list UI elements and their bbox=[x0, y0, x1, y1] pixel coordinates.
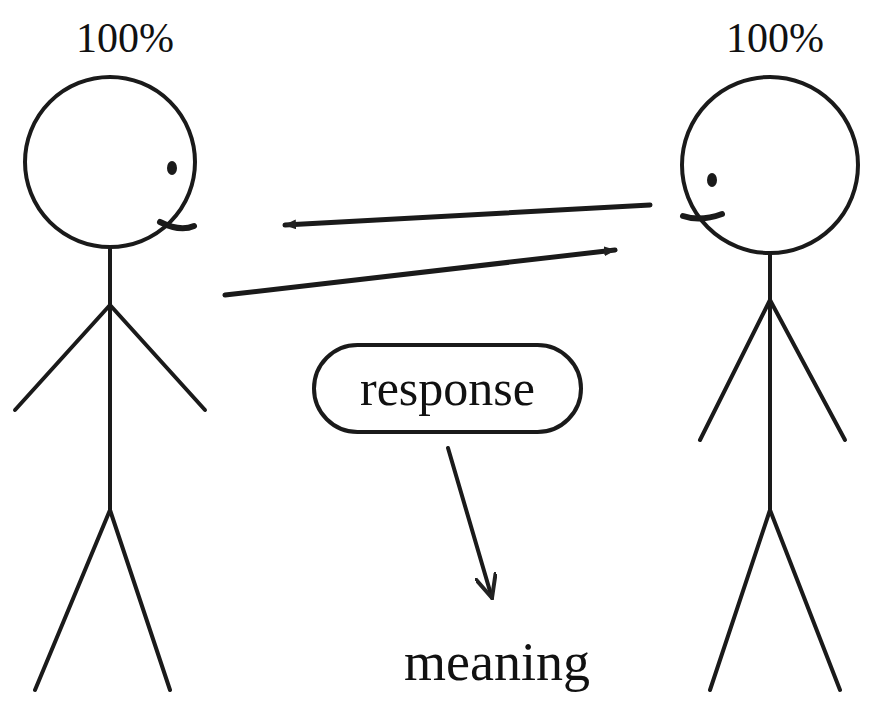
right-body bbox=[768, 253, 772, 510]
percent-label: 100% bbox=[726, 15, 824, 61]
right-head bbox=[682, 77, 858, 253]
right-leg bbox=[710, 510, 770, 690]
left-leg bbox=[110, 510, 170, 690]
left-mouth bbox=[160, 222, 194, 228]
left-head bbox=[25, 77, 195, 247]
exchange-arrow bbox=[285, 205, 650, 225]
exchange-arrow bbox=[225, 250, 615, 295]
node-text: response bbox=[360, 361, 535, 416]
left-arm bbox=[15, 305, 110, 410]
left-arm bbox=[110, 305, 205, 410]
leader-arrow bbox=[448, 448, 492, 598]
right-mouth bbox=[683, 214, 722, 219]
right-arm bbox=[770, 300, 845, 440]
response-pill: response bbox=[312, 343, 583, 434]
right-eye bbox=[707, 173, 717, 187]
percent-label: 100% bbox=[76, 15, 174, 61]
right-leg bbox=[770, 510, 840, 690]
left-eye bbox=[167, 161, 177, 175]
right-arm bbox=[700, 300, 770, 440]
left-body bbox=[108, 247, 112, 510]
meaning-label: meaning bbox=[404, 633, 590, 692]
left-leg bbox=[35, 510, 110, 690]
